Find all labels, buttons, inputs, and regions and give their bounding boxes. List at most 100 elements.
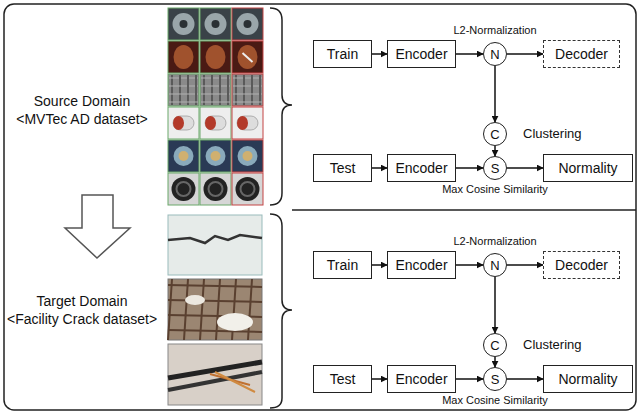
- image-part: [177, 182, 191, 196]
- flow-arrow: [456, 167, 483, 169]
- sample-image: [168, 279, 262, 340]
- image-part: [233, 102, 262, 103]
- image-part: [173, 116, 184, 130]
- operation-circle: C: [483, 122, 507, 146]
- sample-image: [168, 344, 262, 405]
- flow-arrow: [372, 378, 387, 380]
- process-box: Encoder: [387, 40, 456, 68]
- sample-image: [200, 107, 231, 139]
- sample-image: [200, 74, 231, 106]
- sample-image: [232, 173, 263, 205]
- image-part: [236, 177, 260, 201]
- image-part: [168, 330, 262, 332]
- node-label: Decoder: [555, 47, 608, 61]
- dataset-name: <Facility Crack dataset>: [6, 312, 158, 327]
- node-label: Normality: [558, 372, 617, 386]
- flow-arrow: [494, 357, 496, 367]
- image-part: [169, 86, 198, 87]
- process-box: Test: [313, 365, 372, 393]
- flow-arrow: [507, 378, 543, 380]
- image-part: [209, 182, 223, 196]
- step-label: L2-Normalization: [452, 235, 537, 247]
- image-part: [238, 45, 258, 69]
- step-label: L2-Normalization: [452, 24, 537, 36]
- sample-image: [232, 74, 263, 106]
- image-part: [233, 94, 262, 95]
- node-label: N: [490, 259, 499, 272]
- node-label: Encoder: [395, 161, 447, 175]
- image-part: [180, 20, 188, 28]
- sample-image: [168, 215, 262, 275]
- flow-arrow: [494, 146, 496, 156]
- node-label: Encoder: [395, 372, 447, 386]
- domain-title: Source Domain: [33, 94, 132, 109]
- node-label: Test: [330, 372, 356, 386]
- sample-image: [232, 107, 263, 139]
- flow-arrow: [372, 53, 387, 55]
- image-part: [259, 75, 261, 105]
- image-part: [251, 75, 253, 105]
- node-label: S: [491, 373, 500, 386]
- sample-image: [232, 8, 263, 40]
- image-part: [243, 53, 253, 62]
- node-label: N: [490, 48, 499, 61]
- domain-arrow: [65, 195, 130, 258]
- image-part: [211, 75, 213, 105]
- image-part: [179, 75, 181, 105]
- image-part: [195, 75, 197, 105]
- image-part: [201, 78, 230, 79]
- node-label: Encoder: [395, 47, 447, 61]
- image-part: [172, 177, 196, 201]
- image-part: [243, 75, 245, 105]
- image-part: [219, 75, 221, 105]
- brace: [270, 214, 292, 408]
- process-box: Train: [313, 40, 372, 68]
- image-part: [237, 116, 258, 130]
- image-part: [204, 177, 228, 201]
- node-label: C: [490, 128, 499, 141]
- flow-arrow: [507, 167, 543, 169]
- sample-image: [168, 140, 199, 172]
- operation-circle: N: [483, 42, 507, 66]
- image-part: [201, 102, 230, 103]
- image-part: [237, 13, 259, 35]
- step-label: Clustering: [522, 127, 583, 141]
- image-part: [233, 78, 262, 79]
- image-part: [185, 295, 205, 305]
- image-part: [212, 20, 220, 28]
- image-part: [168, 285, 262, 287]
- process-box: Encoder: [387, 154, 456, 182]
- node-label: Train: [327, 47, 358, 61]
- sample-image: [232, 41, 263, 73]
- operation-circle: N: [483, 253, 507, 277]
- image-part: [206, 45, 226, 69]
- image-part: [169, 102, 198, 103]
- operation-circle: S: [483, 367, 507, 391]
- image-part: [173, 116, 194, 130]
- sample-image: [200, 8, 231, 40]
- image-part: [237, 116, 248, 130]
- image-part: [168, 235, 262, 243]
- image-part: [168, 300, 262, 302]
- image-part: [206, 146, 226, 166]
- sample-image: [200, 41, 231, 73]
- image-part: [203, 75, 205, 105]
- output-box: Normality: [543, 365, 633, 393]
- sample-image: [168, 173, 199, 205]
- image-part: [169, 78, 198, 79]
- image-part: [243, 151, 253, 161]
- flow-arrow: [456, 53, 483, 55]
- image-part: [179, 151, 189, 161]
- outer-frame: [4, 4, 636, 410]
- operation-circle: S: [483, 156, 507, 180]
- image-part: [235, 75, 237, 105]
- output-box: Normality: [543, 154, 633, 182]
- sample-image: [168, 41, 199, 73]
- sample-image: [168, 107, 199, 139]
- image-part: [215, 372, 255, 392]
- node-label: Normality: [558, 161, 617, 175]
- image-part: [233, 86, 262, 87]
- flow-arrow: [372, 167, 387, 169]
- sample-image: [168, 8, 199, 40]
- image-part: [238, 146, 258, 166]
